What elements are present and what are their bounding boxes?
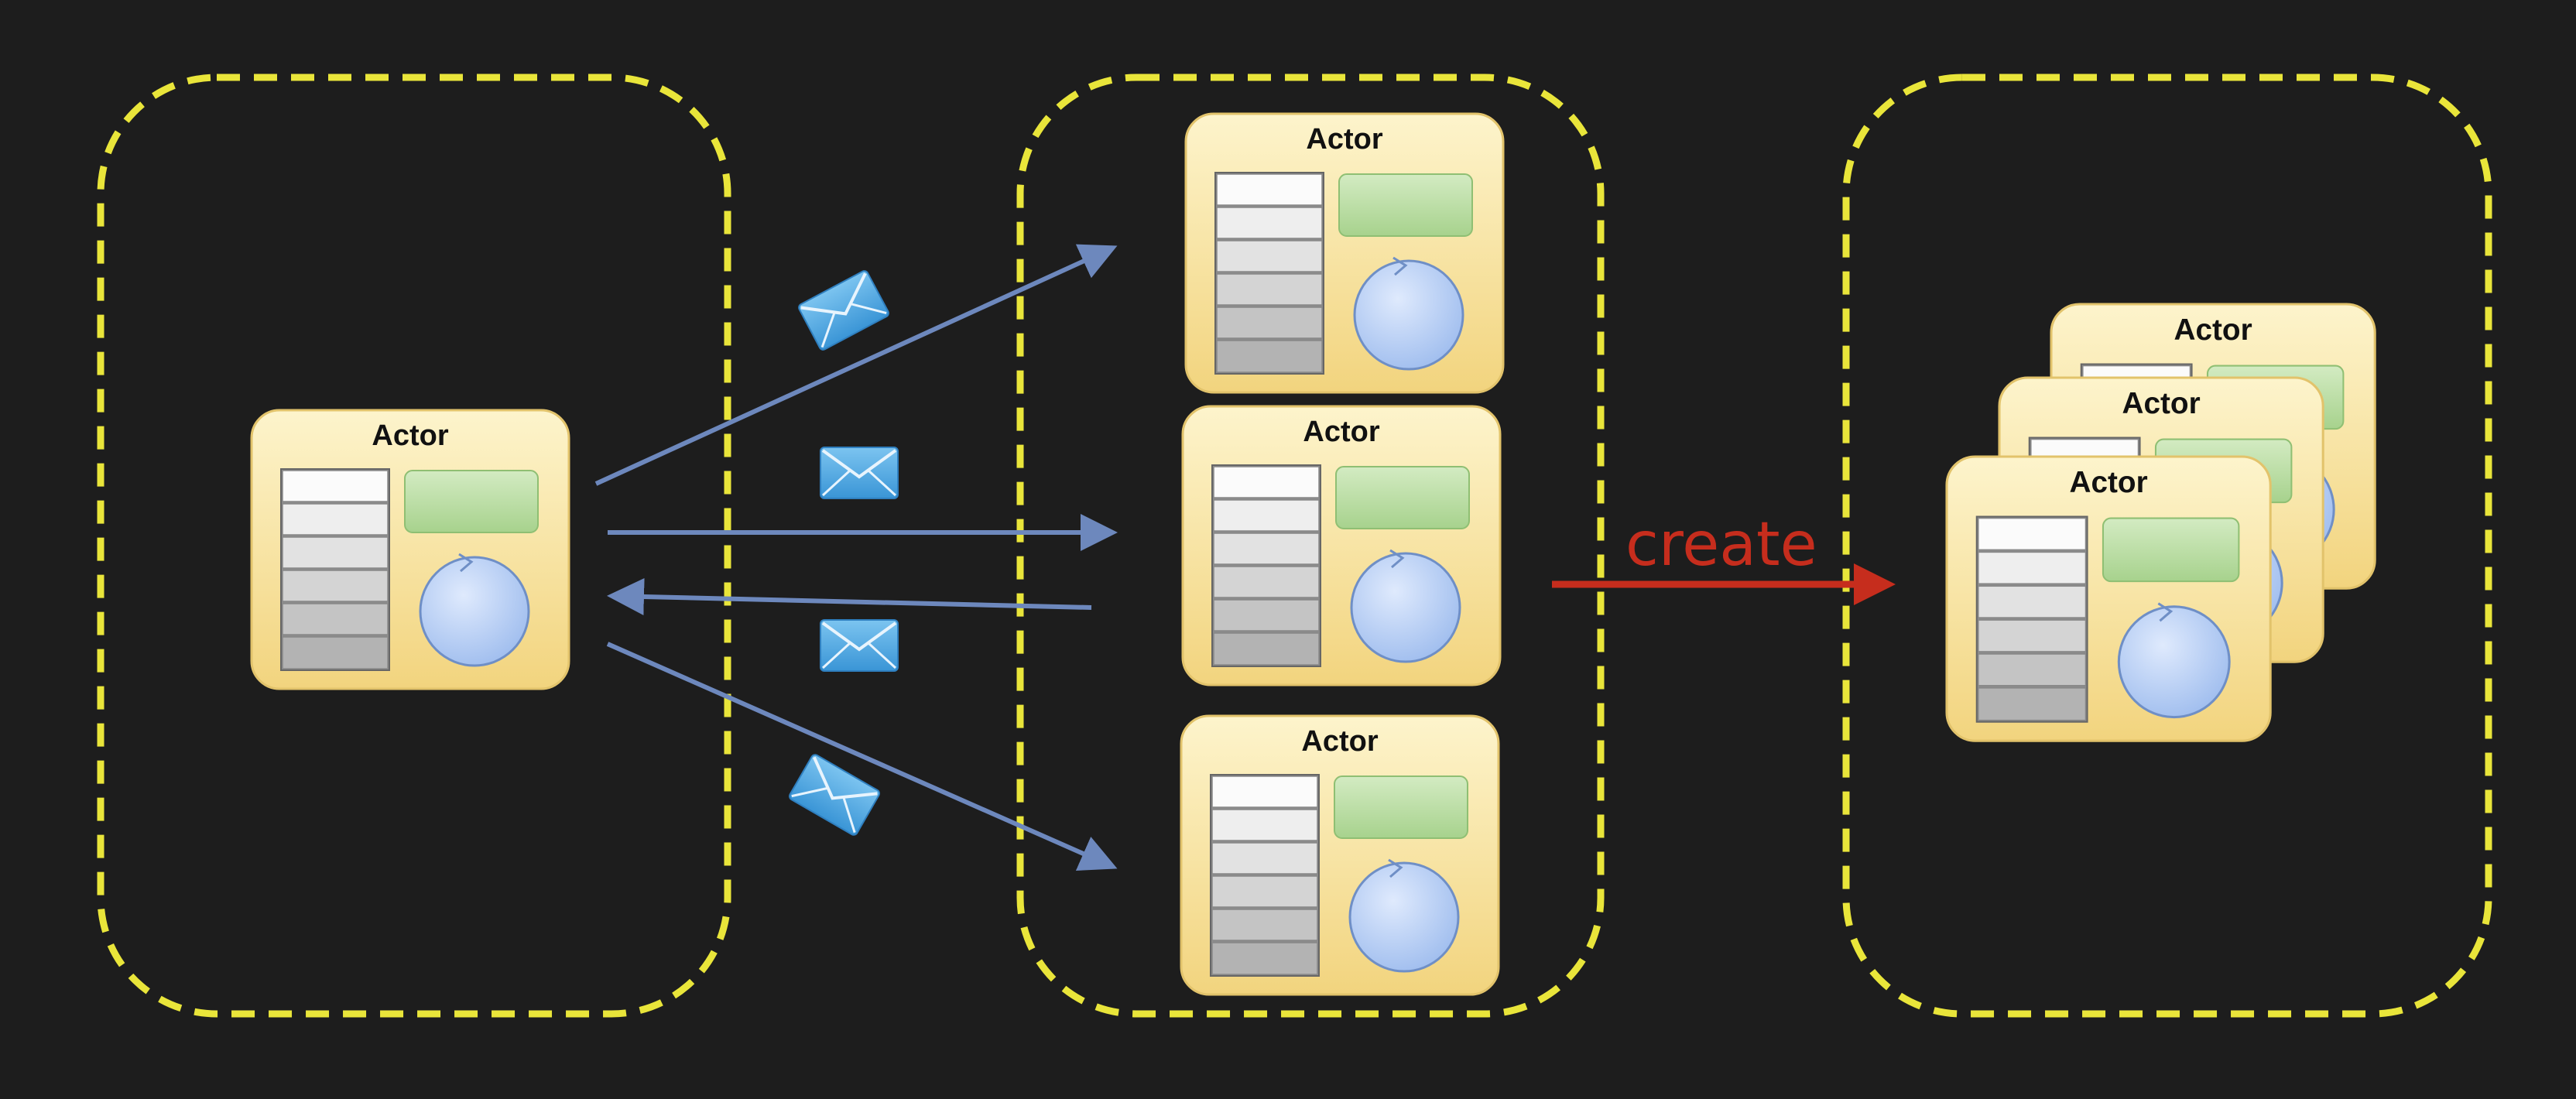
- created-zone: [1842, 74, 2492, 1018]
- sender-zone: [97, 74, 731, 1018]
- actor-title: Actor: [372, 419, 448, 452]
- actor-card-created-back: Actor: [2050, 303, 2376, 590]
- message-arrows: [594, 244, 1118, 871]
- actor-title: Actor: [2069, 466, 2147, 499]
- actor-title: Actor: [2122, 387, 2200, 420]
- actor-title: Actor: [2174, 313, 2252, 347]
- actor-card-receiver-2: Actor: [1181, 405, 1502, 686]
- envelope-icon: [819, 446, 899, 500]
- actor-title: Actor: [1306, 123, 1382, 156]
- message-arrow-to-bottom: [606, 642, 1118, 871]
- message-arrow-reply: [607, 578, 1092, 616]
- create-label: create: [1625, 510, 1817, 580]
- envelope-icon: [819, 618, 899, 673]
- actor-card-created-middle: Actor: [1998, 376, 2324, 663]
- actor-title: Actor: [1301, 725, 1378, 758]
- actor-card-created-front: Actor: [1945, 455, 2272, 742]
- actor-card-sender: Actor: [250, 409, 570, 690]
- message-arrow-to-top: [594, 244, 1118, 486]
- actor-card-receiver-1: Actor: [1184, 112, 1505, 394]
- actor-title: Actor: [1303, 416, 1379, 448]
- create-arrow: create: [1552, 510, 1896, 605]
- actor-card-receiver-3: Actor: [1180, 714, 1500, 996]
